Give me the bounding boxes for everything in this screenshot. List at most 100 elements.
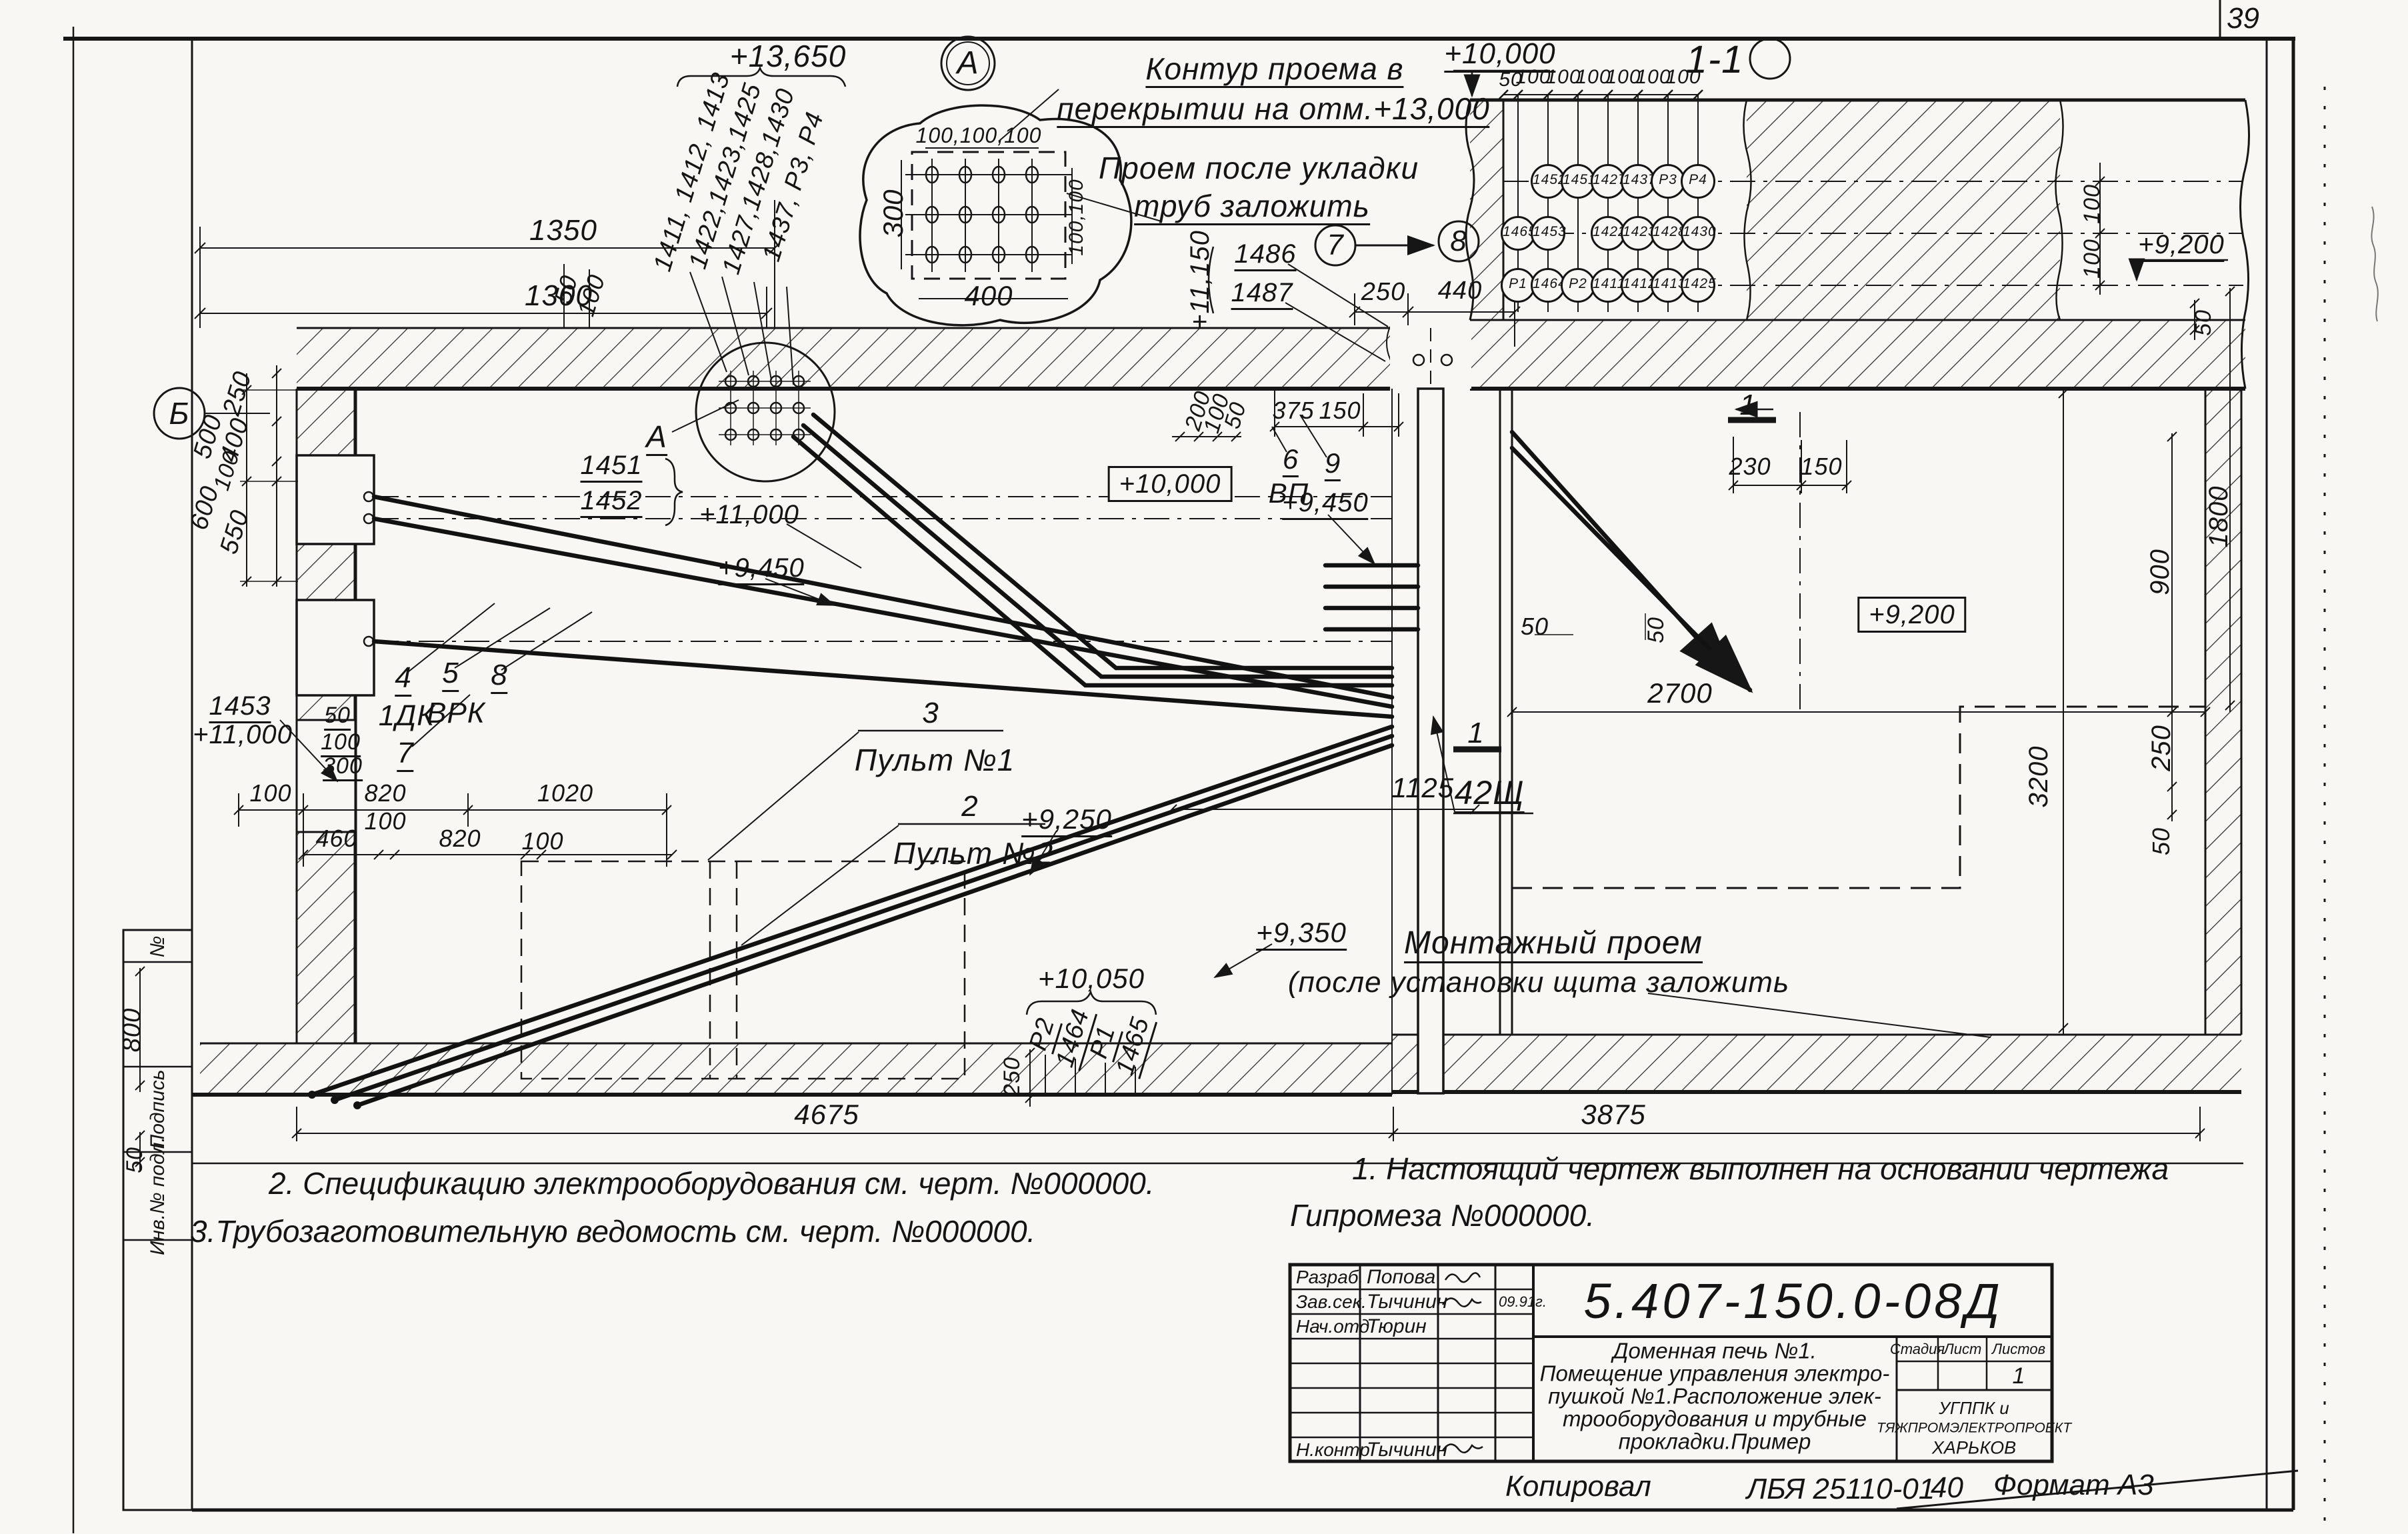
drawing-label: 250 xyxy=(1361,278,1406,306)
drawing-label: +11,000 xyxy=(699,500,799,529)
drawing-label: 150 xyxy=(1319,397,1361,424)
drawing-label: 50 xyxy=(1499,69,1523,91)
axis-lines xyxy=(373,181,2243,712)
drawing-label: +11,150 xyxy=(1185,230,1215,330)
note-1-line2: Гипромеза №000000. xyxy=(1290,1198,1595,1233)
pipe-end-dots xyxy=(308,1091,361,1109)
drawing-label: 820 xyxy=(439,825,481,852)
drawing-label: 100 xyxy=(364,807,407,835)
drawing-label: 800 xyxy=(118,1007,146,1053)
detail-a-callout: А xyxy=(646,421,667,456)
drawing-label: 1300 xyxy=(525,279,593,312)
margin-scribble xyxy=(2371,206,2379,322)
format-note: Формат А3 xyxy=(1993,1469,2154,1501)
drawing-label: 50 xyxy=(1520,613,1549,640)
drawing-label: 550 xyxy=(215,507,255,557)
drawing-label: +9,350 xyxy=(1256,919,1347,951)
drawing-label: 8 xyxy=(1450,225,1467,257)
detail-a-cloud xyxy=(859,35,1162,327)
drawing-label: 375 xyxy=(1272,397,1315,424)
drawing-label: +10,000 xyxy=(1444,39,1556,73)
drawing-label: 100 xyxy=(1545,66,1581,88)
title-block-date: 09.91г. xyxy=(1499,1293,1547,1310)
drawing-label: 250 xyxy=(217,368,257,419)
drawing-label: 50 xyxy=(2191,309,2216,336)
drawing-label: 900 xyxy=(2145,549,2175,595)
drawing-label: 1125 xyxy=(1391,772,1455,803)
tb-sheets-label: Листов xyxy=(1991,1341,2046,1357)
tb-org-3: ХАРЬКОВ xyxy=(1931,1437,2017,1458)
drawing-label: +9,250 xyxy=(1021,805,1112,837)
drawing-label: 1437 xyxy=(1621,164,1656,199)
copy-doc: ЛБЯ 25110-01 xyxy=(1747,1473,1935,1505)
tb-desc-2: Помещение управления электро- xyxy=(1539,1361,1890,1386)
drawing-label: +9,450 xyxy=(718,555,805,585)
section-cut-mark-top: 1 xyxy=(1739,389,1757,421)
drawing-label: 1350 xyxy=(529,214,597,247)
note-1-line1: 1. Настоящий чертеж выполнен на основани… xyxy=(1352,1151,2169,1186)
drawing-label: 1ДК xyxy=(378,699,435,732)
drawing-label: 100 xyxy=(2079,239,2105,279)
drawing-label: 2 xyxy=(961,790,979,823)
drawing-label: Р4 xyxy=(1681,164,1715,199)
copy-label: Копировал xyxy=(1505,1470,1651,1503)
drawing-label: перекрытии на отм.+13,000 xyxy=(1057,93,1490,128)
drawing-label: 440 xyxy=(1437,277,1483,305)
drawing-label: 1453 xyxy=(209,693,271,723)
signature-scribbles xyxy=(1441,1272,1483,1454)
drawing-label: 1425 xyxy=(1681,268,1716,303)
drawing-label: 1464 xyxy=(1531,268,1566,303)
drawing-label: Р3 xyxy=(1651,164,1685,199)
drawing-label: 9 xyxy=(1324,449,1341,481)
drawing-label: 50 xyxy=(1643,617,1669,643)
room-level-10000: +10,000 xyxy=(1107,466,1233,502)
sheet-frame xyxy=(63,0,2379,1533)
title-block-role: Н.контр xyxy=(1296,1439,1370,1460)
stamp-strip xyxy=(122,929,193,1511)
drawing-label: 1430 xyxy=(1681,216,1716,251)
drawing-label: 400 xyxy=(964,280,1013,311)
tb-org-2: ТЯЖПРОМЭЛЕКТРОПРОЕКТ xyxy=(1876,1420,2072,1436)
drawing-label: 3875 xyxy=(1581,1099,1646,1130)
note-3: 3.Трубозаготовительную ведомость см. чер… xyxy=(190,1214,1036,1249)
drawing-label: 1486 xyxy=(1234,241,1297,271)
room-level-9200: +9,200 xyxy=(1857,597,1967,633)
drawing-label: 5 xyxy=(442,659,459,692)
montage-opening-outline xyxy=(1512,705,2205,889)
tb-sheet-label: Лист xyxy=(1943,1341,1982,1357)
drawing-label: 3 xyxy=(922,697,939,729)
drawing-label: Контур проема в xyxy=(1145,53,1404,88)
drawing-label: 6 xyxy=(1282,445,1299,477)
drawing-label: 460 xyxy=(315,825,358,852)
tb-desc-4: трооборудования и трубные xyxy=(1562,1406,1867,1431)
drawing-label: 100 xyxy=(1515,66,1551,88)
page-number: 39 xyxy=(2227,2,2259,35)
title-block-role: Нач.отд xyxy=(1296,1316,1370,1337)
drawing-label: 300 xyxy=(877,189,909,238)
drawing-label: 300 xyxy=(323,755,363,781)
drawing-label: (после установки щита заложить xyxy=(1287,966,1790,999)
note-2: 2. Спецификацию электрооборудования см. … xyxy=(269,1166,1155,1201)
drawing-label: 100 xyxy=(521,827,564,855)
signature-tychinin xyxy=(1441,1297,1482,1308)
detail-a-marker: А xyxy=(957,45,979,81)
drawing-label: Проем после укладки xyxy=(1098,151,1419,185)
drawing-label: 50 xyxy=(324,704,351,731)
drawing-label: 4 xyxy=(395,663,412,697)
drawing-label: 1413 xyxy=(1651,268,1686,303)
drawing-label: +9,450 xyxy=(1282,489,1369,520)
drawing-label: 1412 xyxy=(1621,268,1656,303)
drawing-label: 820 xyxy=(364,779,407,807)
tb-desc-1: Доменная печь №1. xyxy=(1613,1338,1817,1363)
panel-42sch-label: 42Щ xyxy=(1454,776,1525,813)
drawing-label: 600 xyxy=(185,483,225,533)
drawing-label: +13,650 xyxy=(729,39,847,73)
drawing-label: 100 xyxy=(249,779,292,807)
drawing-label: 250 xyxy=(999,1057,1025,1097)
drawing-label: 100 xyxy=(321,731,361,757)
drawing-label: 100 xyxy=(2079,184,2105,224)
drawing-label: 100,100,100 xyxy=(915,123,1042,147)
